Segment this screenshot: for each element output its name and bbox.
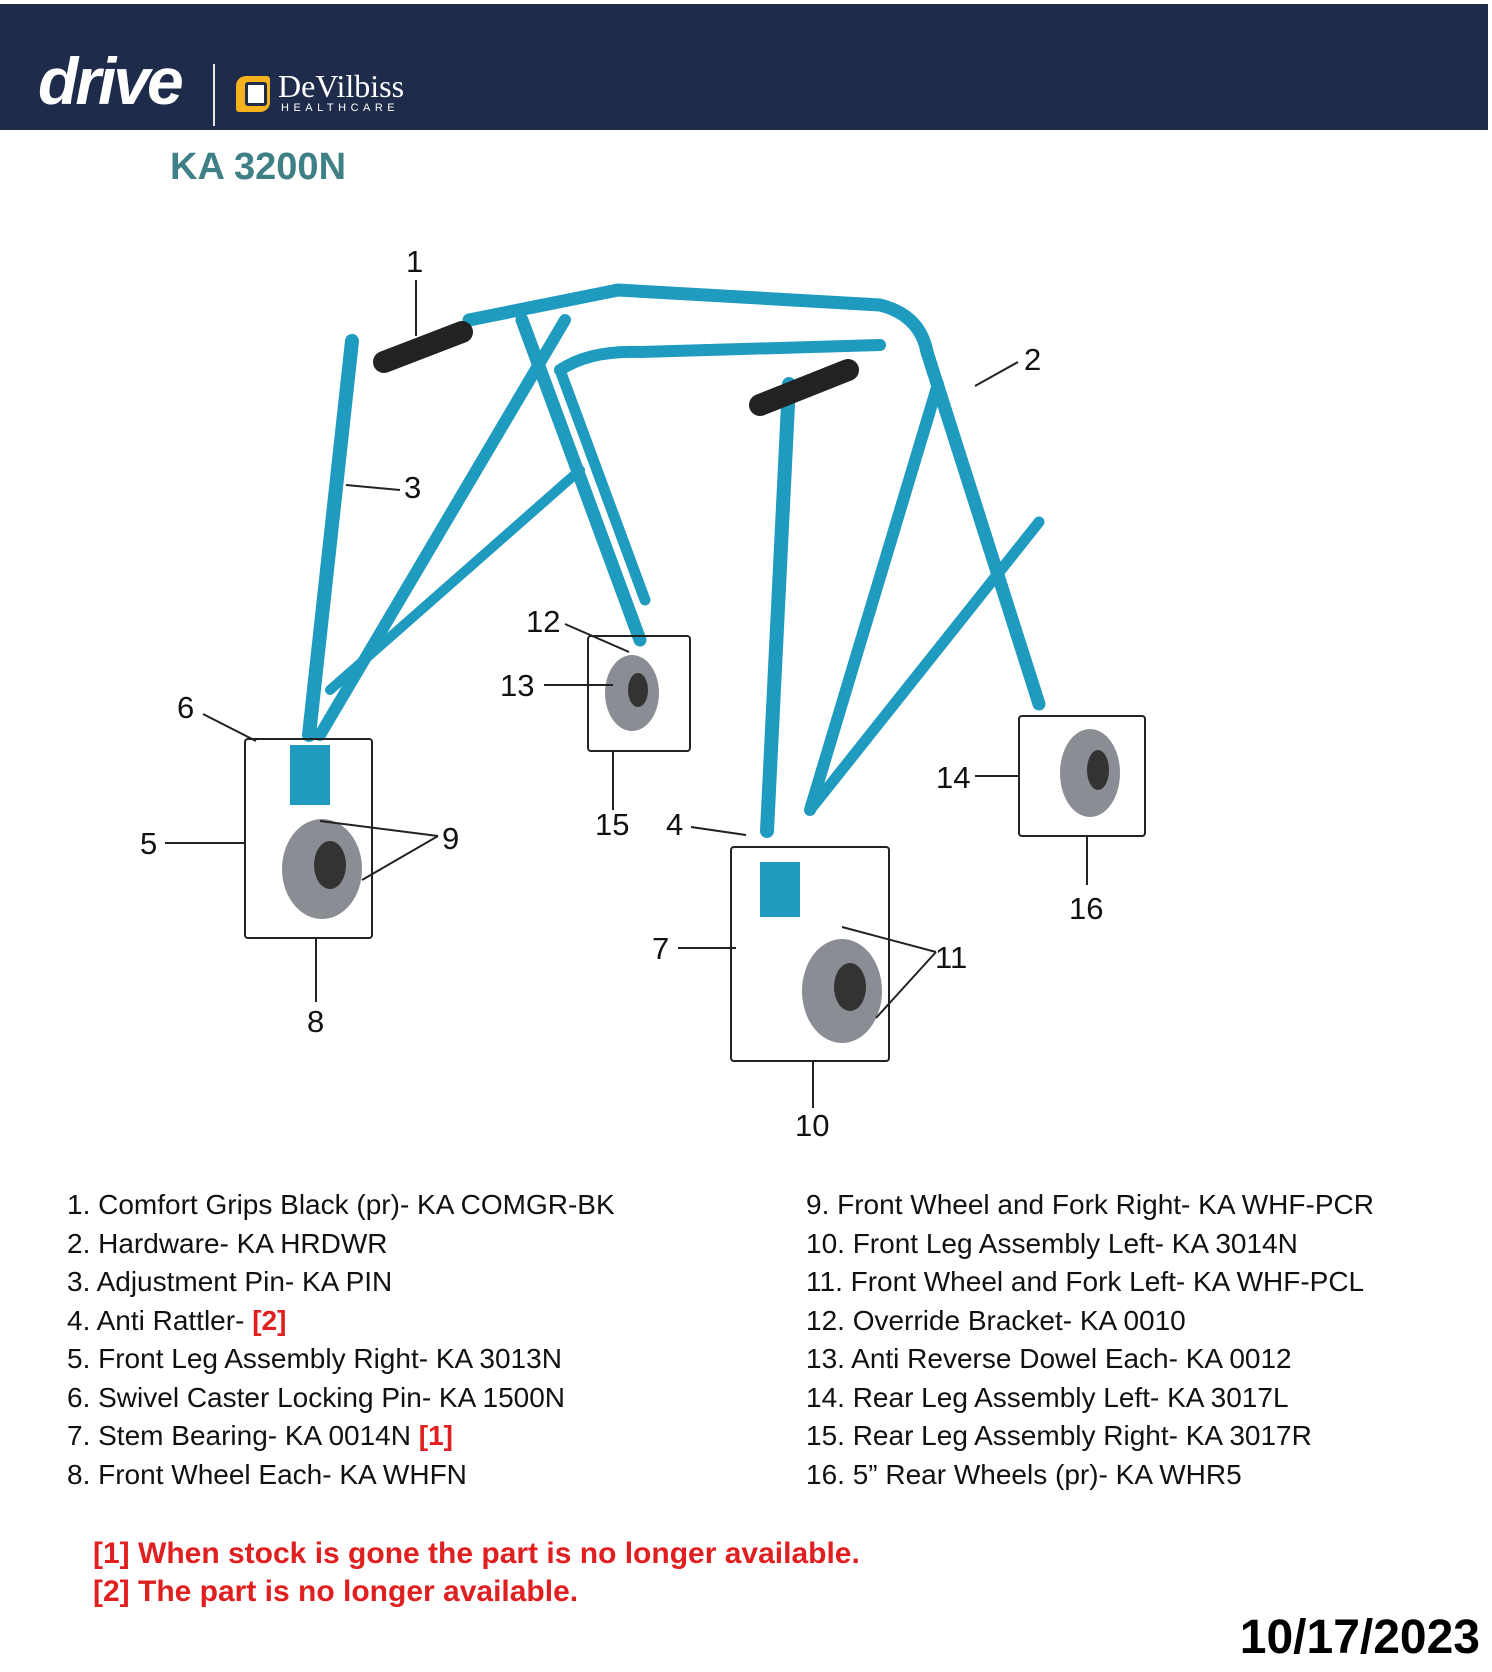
drive-logo: drive [38, 44, 184, 118]
callout-7: 7 [652, 931, 669, 966]
footnote-ref: [1] [418, 1420, 453, 1451]
part-item: 13. Anti Reverse Dowel Each- KA 0012 [806, 1343, 1292, 1374]
devilbiss-logo-icon [236, 76, 270, 112]
part-text: 4. Anti Rattler- [67, 1304, 253, 1336]
footnote-2: [2] The part is no longer available. [93, 1575, 579, 1608]
part-item: 11. Front Wheel and Fork Left- KA WHF-PC… [806, 1266, 1365, 1297]
part-text: 6. Swivel Caster Locking Pin- KA 1500N [67, 1381, 566, 1413]
part-text: 7. Stem Bearing- KA 0014N [67, 1420, 419, 1451]
devilbiss-logo: DeVilbiss [278, 68, 405, 104]
callout-9: 9 [442, 821, 459, 856]
callout-13: 13 [500, 668, 534, 703]
callout-15: 15 [595, 807, 629, 842]
part-text: 2. Hardware- KA HRDWR [67, 1227, 388, 1259]
callout-14: 14 [936, 760, 970, 795]
callout-4: 4 [666, 807, 683, 842]
part-text: 1. Comfort Grips Black (pr)- KA COMGR-BK [67, 1189, 615, 1220]
part-item: 9. Front Wheel and Fork Right- KA WHF-PC… [806, 1189, 1374, 1220]
part-item: 5. Front Leg Assembly Right- KA 3013N [67, 1340, 615, 1379]
footnote-ref: [2] [252, 1304, 287, 1336]
part-item: 10. Front Leg Assembly Left- KA 3014N [806, 1227, 1298, 1259]
part-item: 8. Front Wheel Each- KA WHFN [67, 1456, 615, 1495]
callout-1: 1 [406, 244, 423, 279]
wheels [282, 655, 1120, 1043]
devilbiss-logo-subtitle: HEALTHCARE [281, 102, 400, 114]
callout-10: 10 [795, 1108, 829, 1143]
callout-labels: 1 2 3 4 5 6 7 8 9 10 11 12 13 14 15 16 [140, 244, 1103, 1143]
document-date: 10/17/2023 [1239, 1611, 1480, 1664]
callout-12: 12 [526, 604, 560, 639]
comfort-grips [373, 321, 859, 416]
page-title: KA 3200N [170, 146, 347, 188]
part-text: 5. Front Leg Assembly Right- KA 3013N [67, 1343, 562, 1374]
detail-boxes [244, 635, 1146, 1062]
part-item: 4. Anti Rattler- [2] [67, 1302, 615, 1341]
part-item: 15. Rear Leg Assembly Right- KA 3017R [806, 1420, 1312, 1451]
part-item: 1. Comfort Grips Black (pr)- KA COMGR-BK [67, 1186, 615, 1225]
callout-11: 11 [935, 940, 967, 975]
part-item: 7. Stem Bearing- KA 0014N [1] [67, 1417, 615, 1456]
part-item: 14. Rear Leg Assembly Left- KA 3017L [806, 1381, 1289, 1413]
callout-6: 6 [177, 690, 194, 725]
parts-list-right: 9. Front Wheel and Fork Right- KA WHF-PC… [806, 1186, 1374, 1494]
leader-lines [165, 280, 1088, 1108]
part-item: 6. Swivel Caster Locking Pin- KA 1500N [67, 1379, 615, 1418]
header-banner: drive DeVilbiss HEALTHCARE [0, 4, 1488, 130]
callout-8: 8 [307, 1004, 324, 1039]
walker-parts-diagram: 1 2 3 4 5 6 7 8 9 10 11 12 13 14 15 16 [140, 244, 1146, 1143]
part-item: 2. Hardware- KA HRDWR [67, 1225, 615, 1264]
logo-divider [213, 64, 215, 126]
part-item: 12. Override Bracket- KA 0010 [806, 1304, 1186, 1336]
part-item: 3. Adjustment Pin- KA PIN [67, 1263, 615, 1302]
footnotes: [1] When stock is gone the part is no lo… [93, 1535, 860, 1611]
callout-5: 5 [140, 826, 157, 861]
parts-list-left: 1. Comfort Grips Black (pr)- KA COMGR-BK… [67, 1186, 615, 1494]
part-text: 8. Front Wheel Each- KA WHFN [67, 1458, 467, 1490]
walker-frame [302, 283, 1046, 838]
part-text: 3. Adjustment Pin- KA PIN [67, 1266, 393, 1297]
callout-16: 16 [1069, 891, 1103, 926]
footnote-1: [1] When stock is gone the part is no lo… [93, 1537, 860, 1570]
callout-3: 3 [404, 470, 421, 505]
callout-2: 2 [1024, 342, 1041, 377]
part-item: 16. 5” Rear Wheels (pr)- KA WHR5 [806, 1458, 1242, 1490]
